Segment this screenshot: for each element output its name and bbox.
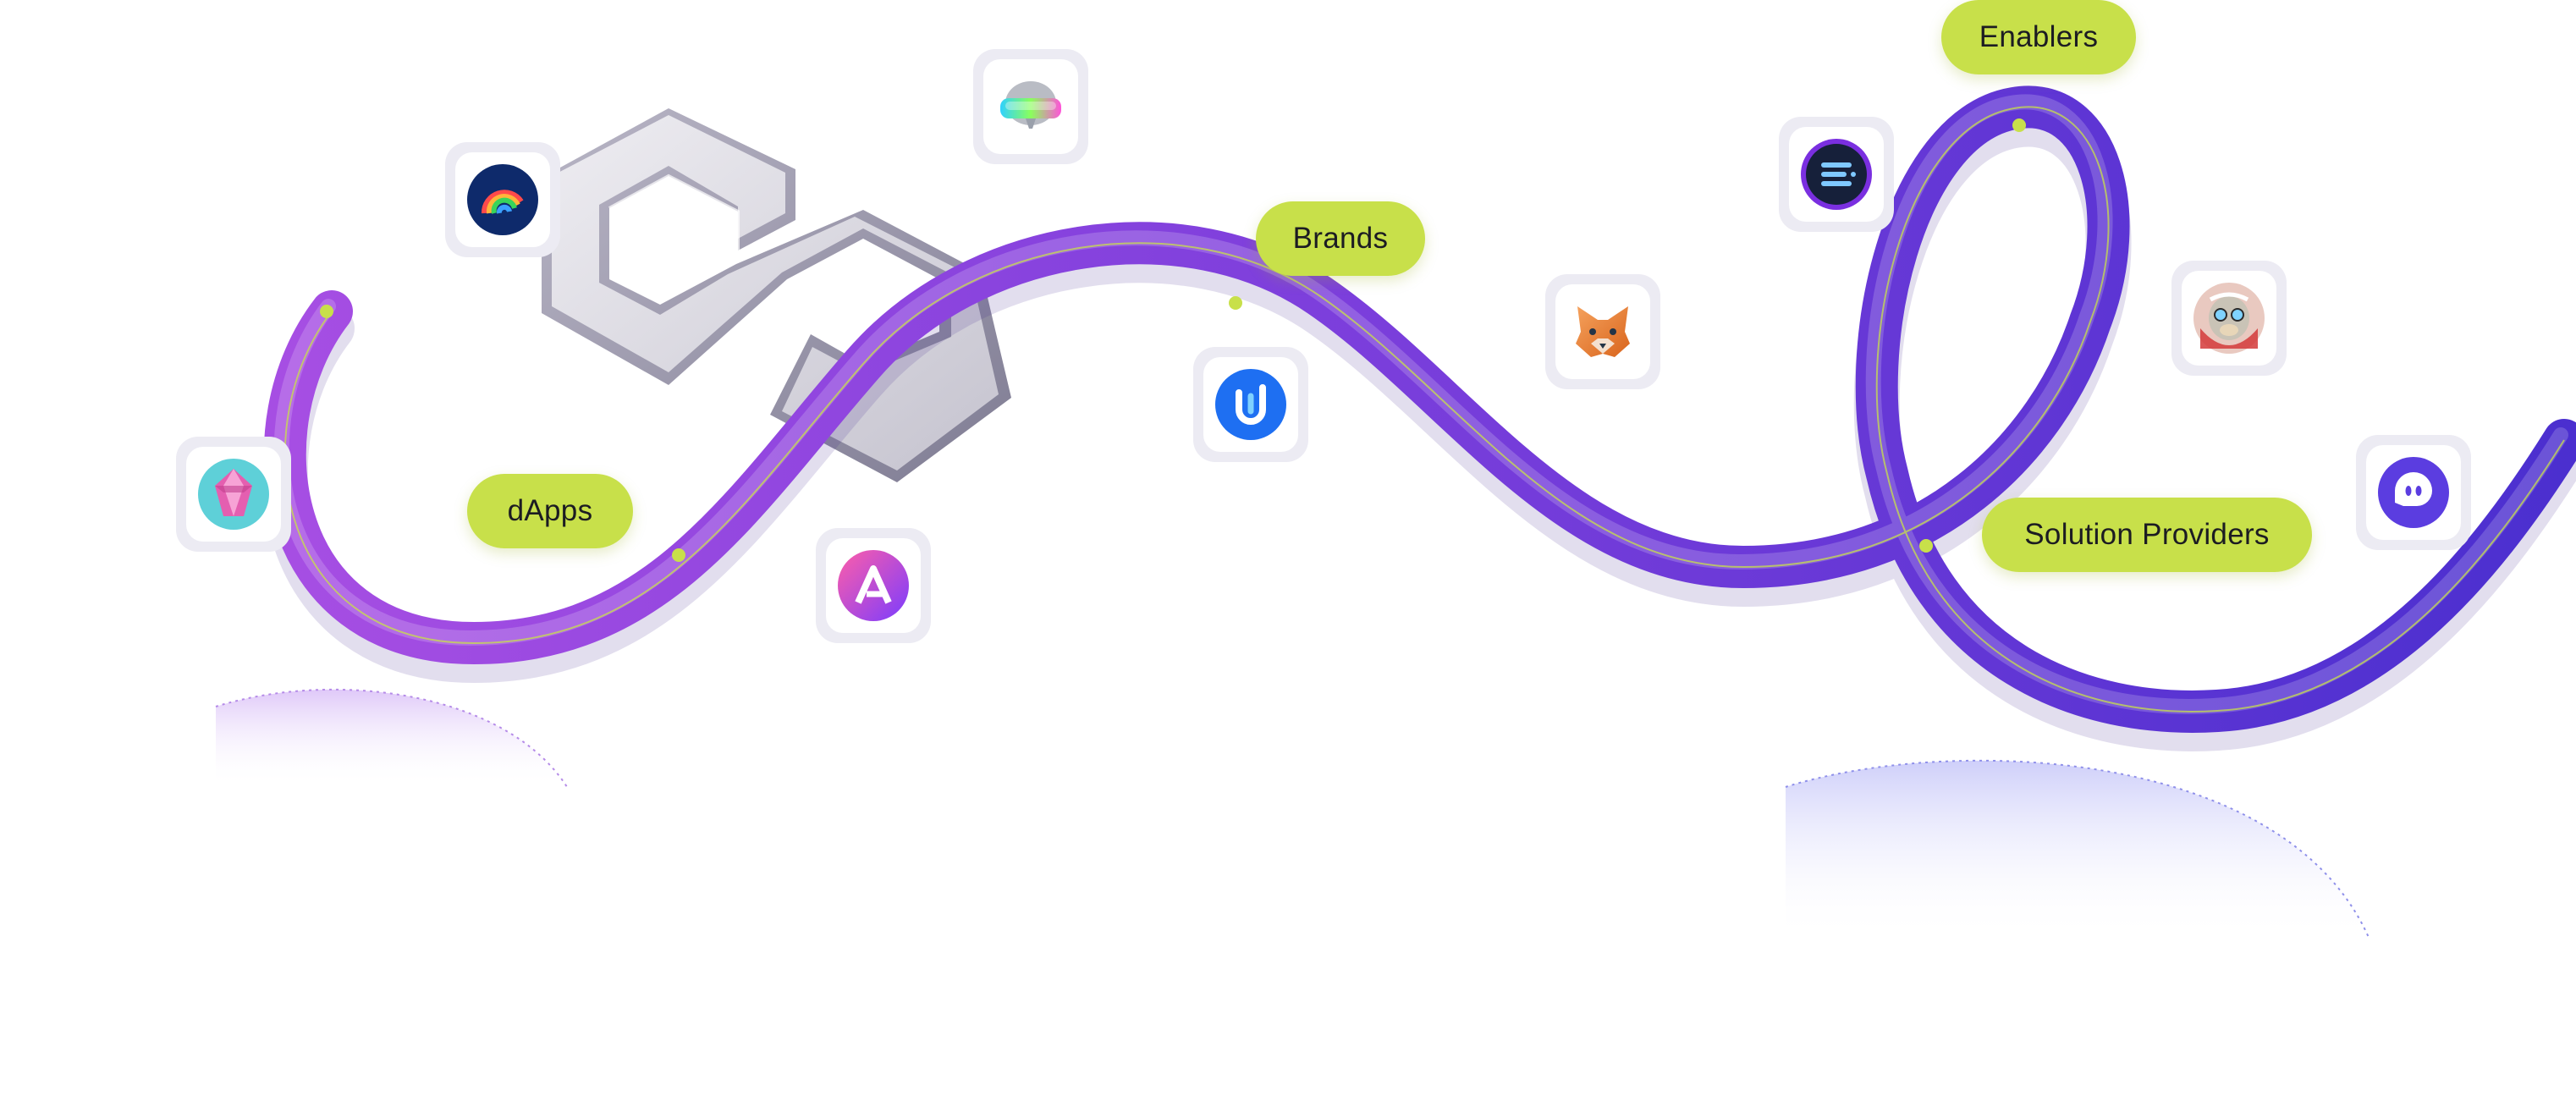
menu-app-tile	[1779, 117, 1894, 232]
chain-link-logo	[542, 108, 1011, 482]
ribbon-dot	[1229, 296, 1242, 310]
arc-app-tile	[816, 528, 931, 643]
vr-headset-tile	[973, 49, 1088, 164]
metamask-tile	[1545, 274, 1660, 389]
dapps-label: dApps	[467, 474, 633, 548]
unstoppable-tile	[1193, 347, 1308, 462]
ape-avatar-tile	[2171, 261, 2287, 376]
brands-label: Brands	[1256, 201, 1425, 276]
ribbon-dot	[2012, 118, 2026, 132]
ribbon-shadow	[261, 101, 2576, 751]
unstoppable-u-icon	[1215, 369, 1286, 440]
ribbon-center-line	[283, 106, 2565, 713]
ribbon-dot	[672, 548, 685, 562]
ribbon-dot	[1919, 539, 1933, 553]
vr-headset-icon	[1000, 81, 1061, 129]
arc-a-logo-icon	[838, 550, 909, 621]
enablers-label: Enablers	[1941, 0, 2136, 74]
phantom-ghost-icon	[2378, 457, 2449, 528]
ribbon-highlight	[273, 94, 2568, 714]
metamask-fox-icon	[1576, 306, 1630, 357]
rainbow-wallet-tile	[445, 142, 560, 257]
phantom-tile	[2356, 435, 2471, 550]
gem-crystal-tile	[176, 437, 291, 552]
glow-right	[1785, 759, 2370, 940]
glow-left	[215, 688, 568, 788]
solution-providers-label: Solution Providers	[1982, 498, 2312, 572]
menu-list-app-icon	[1801, 139, 1872, 210]
ribbon-dot	[320, 305, 333, 318]
rainbow-wallet-icon	[467, 164, 538, 235]
gem-crystal-icon	[198, 459, 269, 530]
ape-avatar-icon	[2193, 283, 2265, 354]
